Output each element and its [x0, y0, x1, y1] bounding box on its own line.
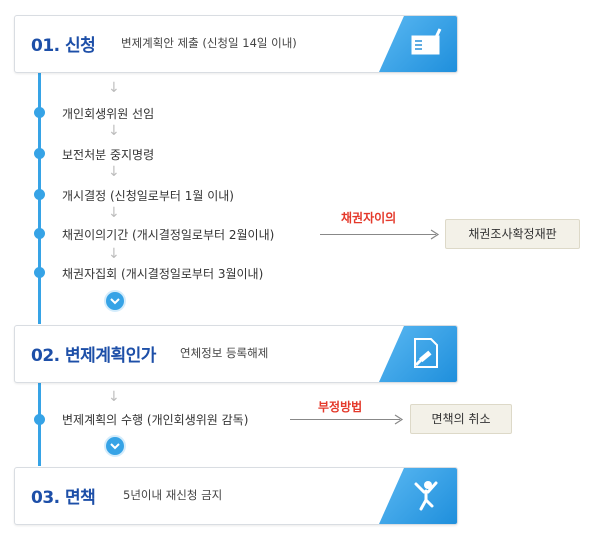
timeline-dot — [34, 228, 45, 239]
stage-1-description: 변제계획안 제출 (신청일 14일 이내) — [121, 36, 297, 50]
branch-target-2[interactable]: 면책의 취소 — [410, 404, 512, 434]
down-arrow-icon: ↓ — [108, 80, 120, 96]
branch-arrow-1 — [320, 234, 436, 235]
expand-chevron-icon[interactable] — [104, 290, 126, 312]
step-item: 채권이의기간 (개시결정일로부터 2월이내) — [62, 228, 275, 242]
branch-target-1[interactable]: 채권조사확정재판 — [445, 219, 580, 249]
expand-chevron-icon[interactable] — [104, 435, 126, 457]
timeline-dot — [34, 414, 45, 425]
step-item: 채권자집회 (개시결정일로부터 3월이내) — [62, 267, 264, 281]
step-item: 보전처분 중지명령 — [62, 148, 155, 162]
branch-arrow-2 — [290, 419, 400, 420]
step-item: 개시결정 (신청일로부터 1월 이내) — [62, 189, 234, 203]
stage-2-description: 연체정보 등록해제 — [180, 346, 269, 360]
timeline-dot — [34, 267, 45, 278]
stage-3-title: 03. 면책 — [31, 488, 96, 508]
document-gavel-icon — [414, 338, 438, 368]
branch-label-1: 채권자이의 — [341, 211, 397, 225]
timeline-dot — [34, 148, 45, 159]
down-arrow-icon: ↓ — [108, 164, 120, 180]
stage-3-description: 5년이내 재신청 금지 — [123, 488, 223, 502]
step-item: 변제계획의 수행 (개인회생위원 감독) — [62, 413, 249, 427]
branch-label-2: 부정방법 — [318, 400, 363, 414]
stage-2-card: 02. 변제계획인가 연체정보 등록해제 — [14, 325, 458, 383]
down-arrow-icon: ↓ — [108, 205, 120, 221]
arrow-right-icon — [394, 414, 404, 425]
arrow-right-icon — [430, 229, 440, 240]
stage-1-title: 01. 신청 — [31, 36, 96, 56]
stage-3-card: 03. 면책 5년이내 재신청 금지 — [14, 467, 458, 525]
book-pencil-icon — [411, 28, 442, 55]
timeline-dot — [34, 189, 45, 200]
down-arrow-icon: ↓ — [108, 123, 120, 139]
stage-2-title: 02. 변제계획인가 — [31, 346, 156, 366]
stage-1-card: 01. 신청 변제계획안 제출 (신청일 14일 이내) — [14, 15, 458, 73]
step-item: 개인회생위원 선임 — [62, 107, 155, 121]
person-jumping-icon — [414, 481, 438, 511]
timeline-dot — [34, 107, 45, 118]
down-arrow-icon: ↓ — [108, 246, 120, 262]
down-arrow-icon: ↓ — [108, 389, 120, 405]
